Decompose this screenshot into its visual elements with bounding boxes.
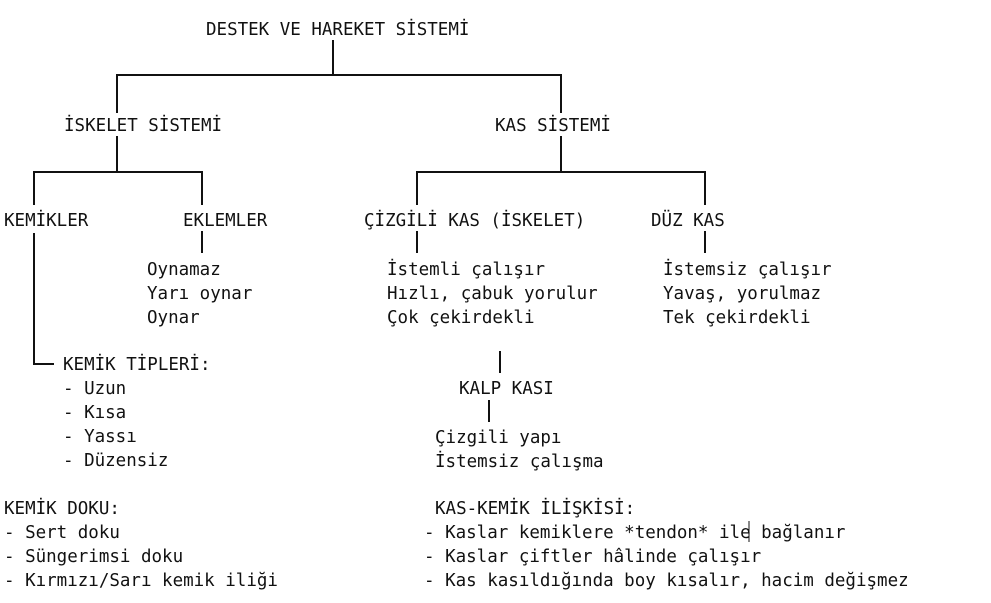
smooth-list: İstemsiz çalışır Yavaş, yorulmaz Tek çek… [663, 259, 832, 328]
bone-type-item: - Yassı [63, 427, 137, 447]
bone-tissue-list: - Sert doku - Süngerimsi doku - Kırmızı/… [4, 523, 278, 591]
root-title: DESTEK VE HAREKET SİSTEMİ [206, 19, 469, 40]
heart-item: Çizgili yapı [435, 428, 561, 448]
bone-tissue-item: - Sert doku [4, 523, 120, 543]
smooth-item: İstemsiz çalışır [663, 259, 832, 280]
joints-title: EKLEMLER [183, 211, 268, 231]
level1-connector [116, 74, 562, 113]
skeleton-title: İSKELET SİSTEMİ [64, 115, 222, 136]
smooth-item: Yavaş, yorulmaz [663, 284, 821, 304]
joints-item: Yarı oynar [147, 284, 252, 304]
bones-title: KEMİKLER [4, 210, 89, 231]
relation-item: - Kas kasıldığında boy kısalır, hacim de… [424, 571, 909, 591]
striated-item: Çok çekirdekli [387, 308, 535, 328]
bone-type-item: - Düzensiz [63, 451, 168, 471]
relation-title: KAS-KEMİK İLİŞKİSİ: [435, 498, 635, 519]
tree-connectors [33, 40, 750, 542]
bone-tissue-title: KEMİK DOKU: [4, 498, 120, 519]
smooth-title: DÜZ KAS [651, 209, 725, 231]
heart-list: Çizgili yapı İstemsiz çalışma [435, 428, 604, 472]
smooth-item: Tek çekirdekli [663, 308, 811, 328]
bones-types-connector [33, 233, 54, 365]
striated-item: Hızlı, çabuk yorulur [387, 284, 598, 304]
bone-tissue-item: - Süngerimsi doku [4, 547, 183, 567]
skeleton-branch-connector [33, 171, 203, 205]
bone-type-item: - Uzun [63, 379, 126, 399]
joints-item: Oynamaz [147, 260, 221, 280]
bone-types-list: - Uzun - Kısa - Yassı - Düzensiz [63, 379, 168, 471]
muscle-branch-connector [416, 171, 706, 205]
relation-list: - Kaslar kemiklere *tendon* ile bağlanır… [424, 523, 909, 591]
relation-item: - Kaslar çiftler hâlinde çalışır [424, 547, 761, 567]
striated-list: İstemli çalışır Hızlı, çabuk yorulur Çok… [387, 259, 598, 328]
bone-types-title: KEMİK TİPLERİ: [63, 354, 211, 375]
striated-title: ÇİZGİLİ KAS (İSKELET) [364, 210, 585, 231]
striated-item: İstemli çalışır [387, 259, 545, 280]
heart-item: İstemsiz çalışma [435, 451, 604, 472]
muscle-title: KAS SİSTEMİ [495, 115, 611, 136]
relation-item: - Kaslar kemiklere *tendon* ile bağlanır [424, 523, 845, 543]
bone-tissue-item: - Kırmızı/Sarı kemik iliği [4, 571, 278, 591]
heart-title: KALP KASI [459, 379, 554, 399]
joints-list: Oynamaz Yarı oynar Oynar [147, 260, 252, 328]
bone-type-item: - Kısa [63, 403, 126, 423]
joints-item: Oynar [147, 308, 200, 328]
